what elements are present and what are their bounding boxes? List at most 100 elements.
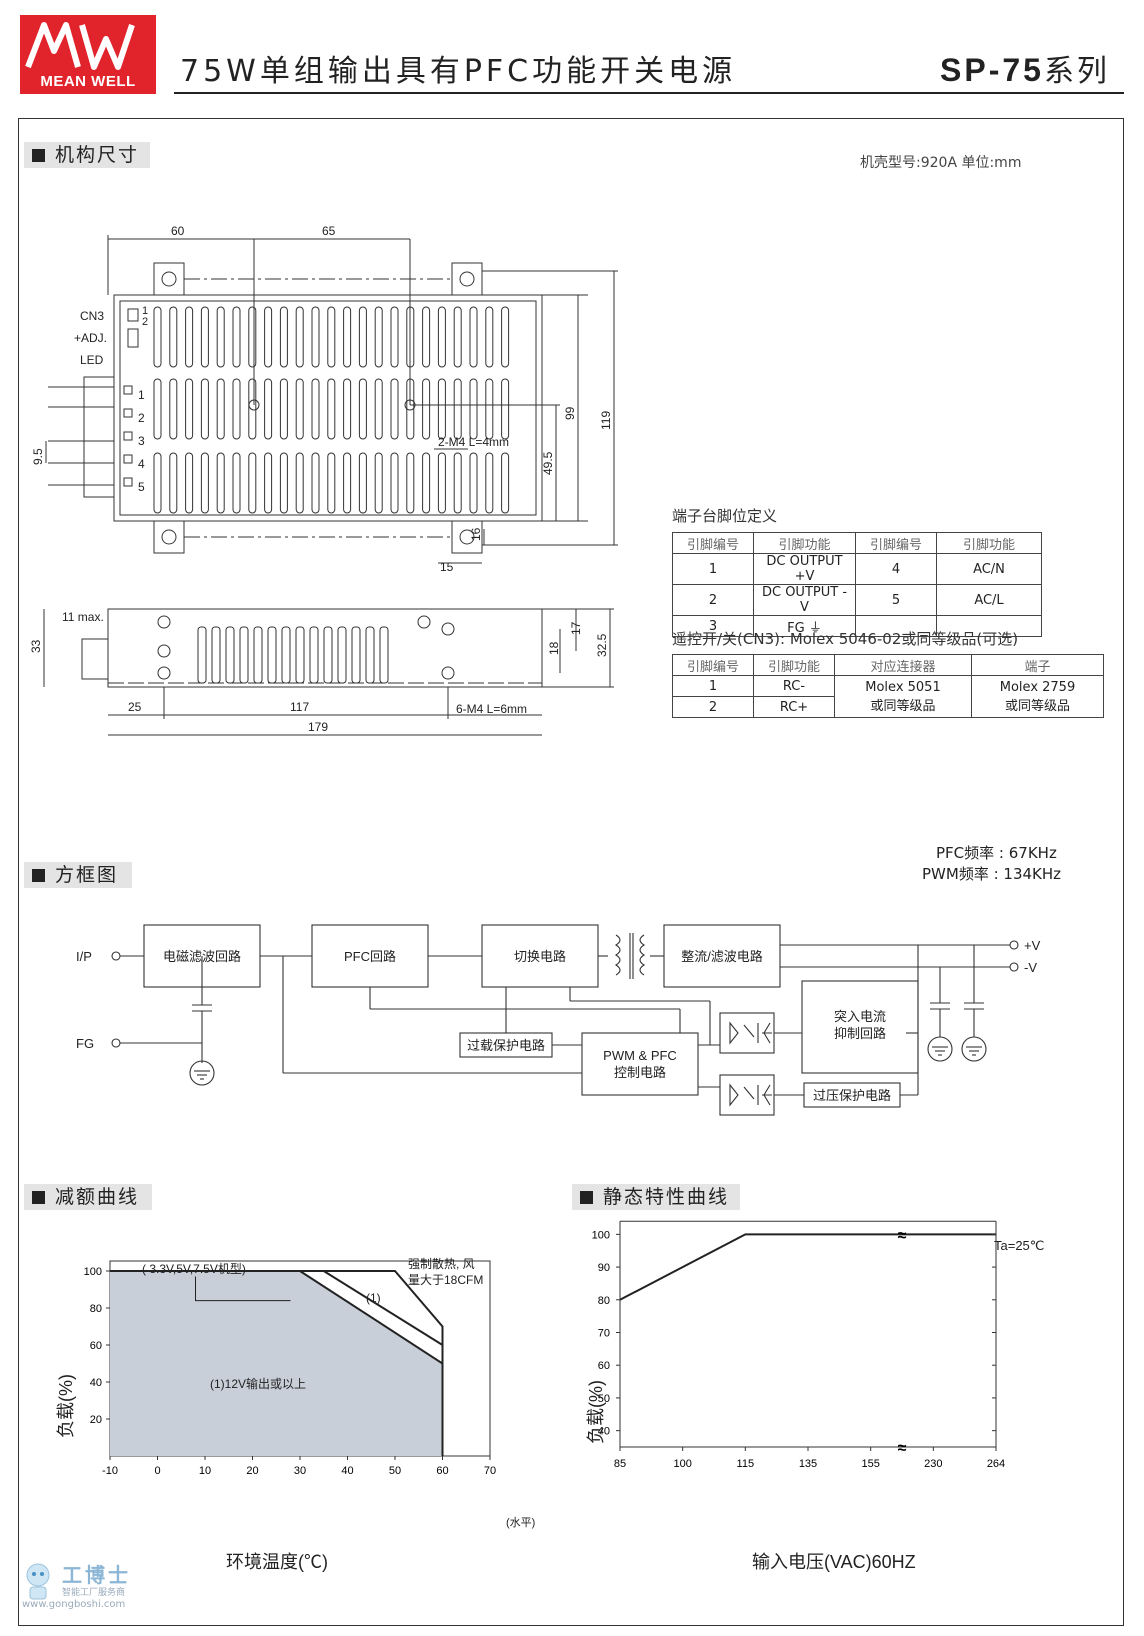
derating-leader-line xyxy=(195,1276,291,1302)
derating-y-tick-label: 20 xyxy=(90,1414,102,1426)
vent-slot xyxy=(216,452,225,514)
pwm-frequency: PWM频率 : 134KHz xyxy=(922,865,1062,883)
terminal-pin-4: 4 xyxy=(138,457,145,471)
vent-slot xyxy=(358,452,367,514)
led-label: LED xyxy=(80,353,104,367)
dim-25: 25 xyxy=(128,700,142,714)
static-x-tick-label: 115 xyxy=(737,1458,755,1470)
terminal-table-caption: 端子台脚位定义 xyxy=(672,507,778,525)
derating-x-tick-label: 70 xyxy=(484,1465,496,1477)
derating-y-tick-label: 100 xyxy=(84,1266,102,1278)
vent-slot xyxy=(327,378,336,440)
static-y-tick-label: 90 xyxy=(598,1262,610,1274)
block-diagram: I/P FG +V -V 电磁滤波回路 PFC回路 切换电路 整流/滤波电路 过… xyxy=(76,924,1041,1116)
block-inrush-line2: 抑制回路 xyxy=(834,1026,886,1041)
vent-slot xyxy=(295,452,304,514)
vent-slot xyxy=(248,306,257,368)
vent-slot xyxy=(169,452,178,514)
static-x-tick-label: 230 xyxy=(924,1458,942,1470)
vent-slot xyxy=(469,452,478,514)
vent-slot xyxy=(153,306,162,368)
derating-x-tick-label: 30 xyxy=(294,1465,306,1477)
cn3-label: CN3 xyxy=(80,309,104,323)
vent-slot xyxy=(311,452,320,514)
dim-32-5: 32.5 xyxy=(595,633,609,657)
vent-slot xyxy=(390,306,399,368)
static-y-tick-label: 50 xyxy=(598,1393,610,1405)
terminal-pin-2: 2 xyxy=(138,411,145,425)
vent-slot xyxy=(422,306,431,368)
derating-x-tick-label: -10 xyxy=(102,1465,118,1477)
vent-slot xyxy=(406,452,415,514)
dim-179: 179 xyxy=(308,720,328,734)
block-ovp: 过压保护电路 xyxy=(813,1088,891,1103)
static-y-tick-label: 80 xyxy=(598,1295,610,1307)
adj-label: +ADJ. xyxy=(74,331,107,345)
table-row: 引脚编号 引脚功能 引脚编号 引脚功能 xyxy=(672,532,1042,554)
static-y-tick-label: 100 xyxy=(592,1229,610,1241)
dim-33: 33 xyxy=(29,639,43,653)
vent-slot xyxy=(200,378,209,440)
vent-slot xyxy=(281,626,291,684)
vent-slot xyxy=(374,306,383,368)
cn3-pin-1: 1 xyxy=(142,305,148,317)
vent-slot xyxy=(239,626,249,684)
out-neg-label: -V xyxy=(1024,960,1037,975)
block-pwm-line1: PWM & PFC xyxy=(603,1048,677,1063)
vent-slot xyxy=(358,378,367,440)
footer-tagline: 智能工厂服务商 xyxy=(62,1588,126,1598)
dim-18: 18 xyxy=(547,641,561,655)
derating-x-tick-label: 10 xyxy=(199,1465,211,1477)
vent-slot xyxy=(501,378,510,440)
vent-slot xyxy=(153,452,162,514)
vent-slot xyxy=(185,306,194,368)
vent-slot xyxy=(374,378,383,440)
derating-x-tick-label: 40 xyxy=(341,1465,353,1477)
derating-note-cooling-1: 强制散热, 风 xyxy=(408,1256,475,1271)
vent-slot xyxy=(485,306,494,368)
static-ylabel: 负载(%) xyxy=(586,1380,606,1444)
cn3-pin-2: 2 xyxy=(142,316,148,328)
vent-slot xyxy=(437,378,446,440)
derating-ylabel: 负载(%) xyxy=(56,1374,76,1438)
vent-slot xyxy=(169,378,178,440)
dim-11max: 11 max. xyxy=(62,610,104,624)
mechanical-drawing: 60 65 CN3 +ADJ. LED 1 2 1 2 3 4 5 2-M4 L… xyxy=(29,224,618,736)
terminal-pin-5: 5 xyxy=(138,480,145,494)
derating-x-tick-label: 50 xyxy=(389,1465,401,1477)
vent-slot xyxy=(264,306,273,368)
vent-slot xyxy=(437,306,446,368)
derating-note-models: ( 3.3V,5V,7.5V机型) xyxy=(142,1262,246,1276)
section-heading-static: 静态特性曲线 xyxy=(572,1184,740,1210)
vent-slot xyxy=(211,626,221,684)
vent-slot xyxy=(453,378,462,440)
table-row: 引脚编号 引脚功能 对应连接器 端子 xyxy=(672,654,1104,676)
vent-slot xyxy=(232,452,241,514)
dim-9-5: 9.5 xyxy=(31,448,45,465)
section-heading-mechanical: 机构尺寸 xyxy=(24,142,150,168)
block-olp: 过载保护电路 xyxy=(467,1038,545,1053)
static-axis-break-bottom: ≈ xyxy=(898,1440,907,1457)
vent-slot xyxy=(374,452,383,514)
vent-slot xyxy=(485,378,494,440)
vent-slot xyxy=(501,452,510,514)
dim-117: 117 xyxy=(290,700,309,714)
static-series-line xyxy=(619,1233,996,1301)
block-pfc: PFC回路 xyxy=(344,949,396,964)
vent-slot xyxy=(309,626,319,684)
mean-well-logo: MEAN WELL xyxy=(20,15,156,94)
dim-16: 16 xyxy=(469,527,483,541)
vent-slot xyxy=(437,452,446,514)
derating-y-tick-label: 60 xyxy=(90,1340,102,1352)
robot-mascot-icon xyxy=(26,1563,50,1600)
vent-slot xyxy=(311,378,320,440)
terminal-pin-3: 3 xyxy=(138,434,145,448)
dim-49-5: 49.5 xyxy=(541,451,555,475)
page-title: 75W单组输出具有PFC功能开关电源 xyxy=(180,54,737,89)
